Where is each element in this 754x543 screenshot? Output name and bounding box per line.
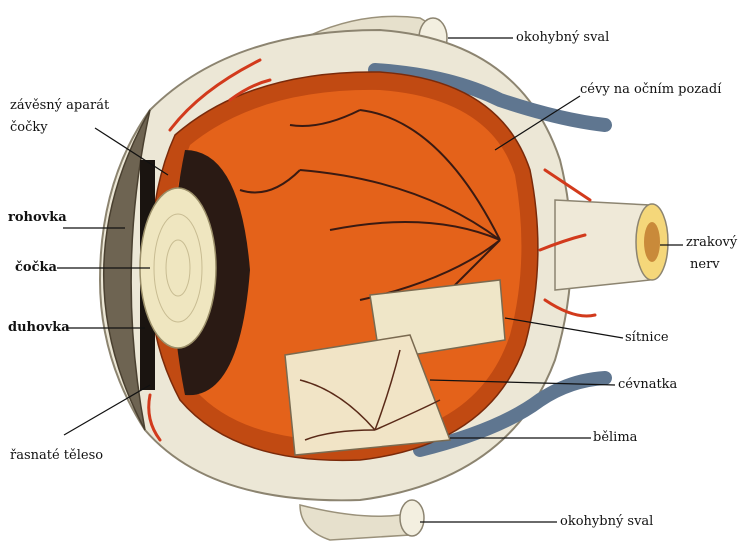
label-choroid: cévnatka	[618, 377, 677, 392]
lower-muscle-end	[400, 500, 424, 536]
label-ciliary-body: řasnaté těleso	[10, 448, 103, 463]
label-sclera: bělima	[593, 430, 637, 445]
label-upper-eye-muscle: okohybný sval	[516, 30, 609, 45]
label-lens-suspension-line1: závěsný aparát	[10, 98, 109, 113]
label-cornea: rohovka	[8, 210, 67, 225]
label-fundus-vessels: cévy na očním pozadí	[580, 82, 721, 97]
label-lens-suspension-line2: čočky	[10, 120, 48, 135]
label-retina: sítnice	[625, 330, 669, 345]
label-optic-nerve-line2: nerv	[690, 257, 720, 272]
label-lower-eye-muscle: okohybný sval	[560, 514, 653, 529]
label-lens: čočka	[15, 260, 57, 275]
label-iris: duhovka	[8, 320, 70, 335]
optic-nerve-core	[644, 222, 660, 262]
label-optic-nerve-line1: zrakový	[686, 235, 737, 250]
lens	[140, 188, 216, 348]
